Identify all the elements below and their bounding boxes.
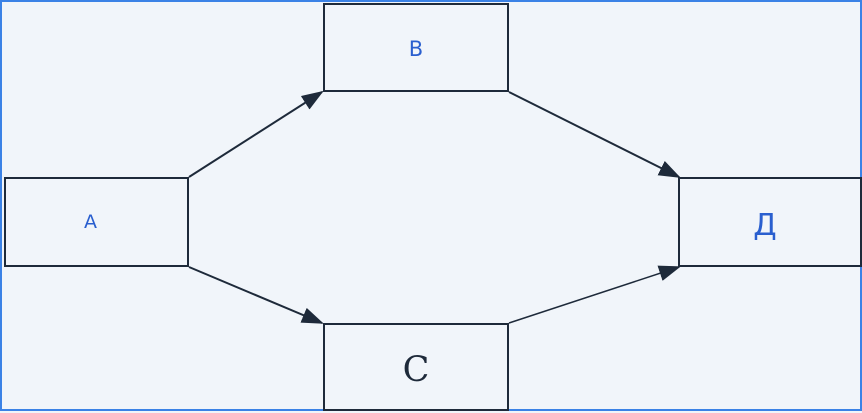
node-d-label: Д [753,208,777,243]
node-d: Д [678,177,862,267]
node-a: A [4,177,189,267]
node-c-label: C [402,349,430,390]
edge-a-to-b [188,90,324,178]
edge-b-to-d [508,91,681,178]
node-c: C [323,323,509,411]
edge-c-to-d [508,265,681,324]
node-b-label: B [408,37,424,61]
edge-a-to-c [188,266,324,324]
node-b: B [323,3,509,92]
node-a-label: A [84,210,97,233]
